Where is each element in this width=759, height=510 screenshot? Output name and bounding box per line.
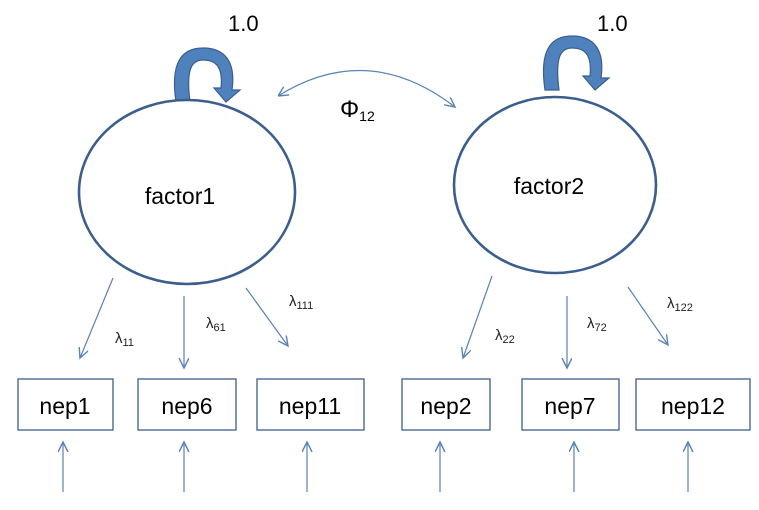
loading-label-nep12: λ122: [667, 295, 693, 314]
covariance-label: Φ12: [340, 96, 375, 124]
factor2-label: factor2: [514, 173, 584, 199]
loading-arrow-nep12: [627, 286, 668, 345]
loading-arrow-nep11: [245, 287, 288, 346]
indicator-box-nep2: [401, 378, 491, 431]
factor1-label: factor1: [145, 183, 215, 209]
indicator-box-nep12: [635, 378, 751, 431]
indicator-box-nep1: [17, 378, 114, 431]
indicator-label-nep7: nep7: [544, 393, 595, 419]
indicator-label-nep2: nep2: [420, 393, 471, 419]
loading-label-nep2: λ22: [495, 327, 515, 346]
indicator-label-nep11: nep11: [279, 393, 341, 419]
indicator-label-nep1: nep1: [39, 393, 90, 419]
loading-label-nep6: λ61: [206, 315, 226, 334]
factor2-variance-label: 1.0: [597, 11, 628, 36]
factor1-ellipse: [77, 98, 297, 286]
covariance-arrow: [278, 69, 455, 107]
factor2-ellipse: [452, 95, 658, 275]
indicator-box-nep6: [137, 378, 237, 431]
loading-arrow-nep2: [463, 275, 493, 358]
indicator-box-nep11: [256, 378, 365, 431]
loading-arrow-nep1: [80, 277, 114, 358]
factor1-variance-loop: [173, 47, 242, 103]
factor1-variance-label: 1.0: [228, 11, 259, 36]
factor2-variance-loop: [542, 35, 611, 91]
loading-label-nep7: λ72: [587, 315, 607, 334]
indicator-box-nep7: [521, 378, 620, 431]
indicator-label-nep6: nep6: [161, 393, 212, 419]
indicator-label-nep12: nep12: [661, 393, 725, 419]
loading-label-nep11: λ111: [289, 293, 313, 312]
loading-label-nep1: λ11: [115, 330, 134, 349]
factor1-loop-arrow: [173, 47, 242, 103]
factor2-loop-arrow: [542, 35, 611, 91]
